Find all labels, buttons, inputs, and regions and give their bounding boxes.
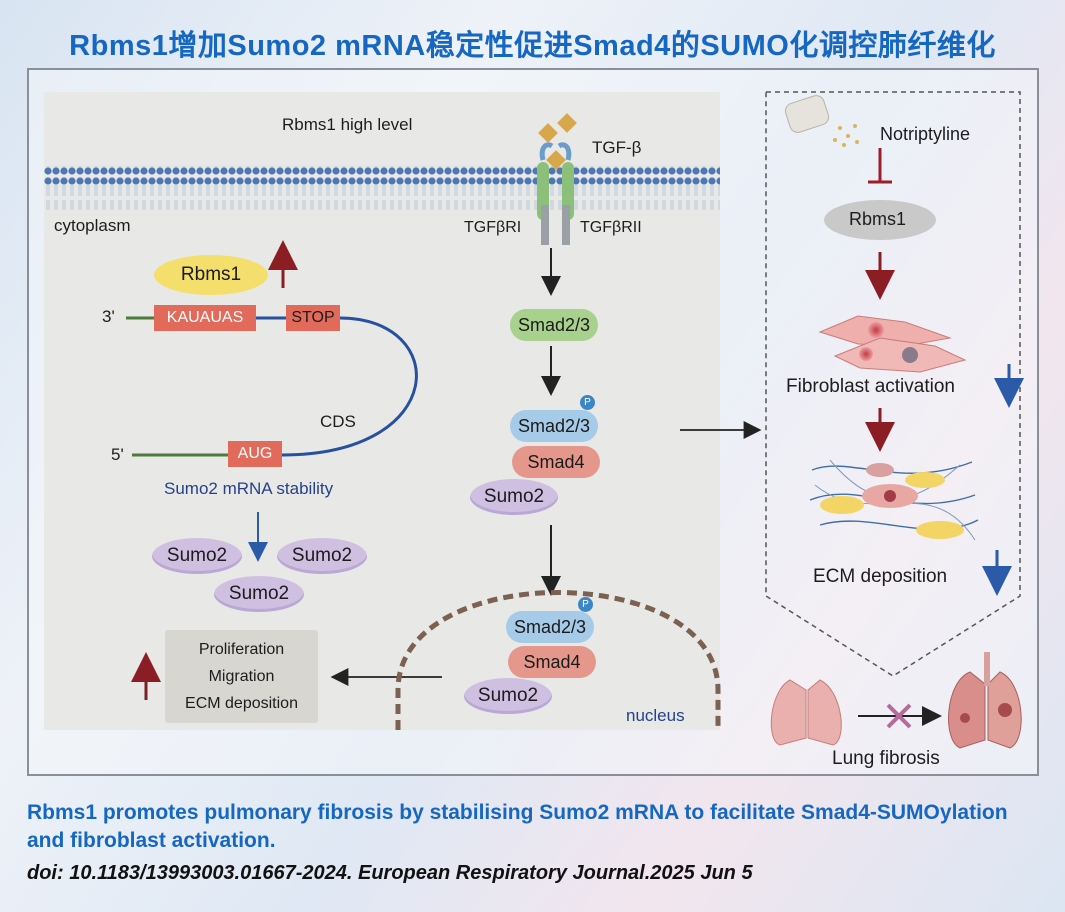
cytoplasm-label: cytoplasm: [54, 216, 131, 235]
cell-membrane: [44, 166, 720, 210]
tgf-beta-ligand-icon: [538, 113, 577, 170]
ecm-fibers-icon: [809, 459, 979, 541]
smad23-node: Smad2/3: [510, 309, 598, 341]
rbms1-target-oval: [824, 200, 936, 240]
cds-label: CDS: [320, 412, 356, 431]
phospho-icon: P: [578, 597, 593, 612]
kauauas-motif: KAUAUAS: [154, 305, 256, 331]
smad4-node: Smad4: [512, 446, 600, 478]
summary-text: Rbms1 promotes pulmonary fibrosis by sta…: [27, 801, 1008, 852]
outcome-proliferation: Proliferation: [198, 640, 285, 658]
sumo2-protein: Sumo2: [152, 538, 242, 574]
healthy-lung-icon: [770, 679, 842, 746]
page-title: Rbms1增加Sumo2 mRNA稳定性促进Smad4的SUMO化调控肺纤维化: [69, 30, 996, 62]
nuclear-smad23-node: Smad2/3: [506, 611, 594, 643]
mrna-stability-label: Sumo2 mRNA stability: [164, 479, 334, 498]
tgf-beta-label: TGF-β: [592, 138, 642, 157]
nuclear-smad4-node: Smad4: [508, 646, 596, 678]
sumo2-mrna: [126, 316, 418, 457]
rbms1-protein: Rbms1: [154, 255, 268, 295]
citation-text: doi: 10.1183/13993003.01667-2024. Europe…: [27, 862, 753, 884]
tgfbr1-label: TGFβRI: [464, 219, 522, 236]
five-prime-label: 5': [111, 445, 124, 464]
ecm-deposition-label: ECM deposition: [813, 566, 948, 587]
tgf-receptor-complex: [537, 142, 574, 245]
outcome-ecm-deposition: ECM deposition: [185, 694, 298, 712]
fibroblast-activation-label: Fibroblast activation: [786, 376, 955, 397]
state-label: Rbms1 high level: [282, 115, 413, 134]
stop-codon: STOP: [286, 305, 340, 331]
rbms1-target-label: Rbms1: [849, 209, 907, 229]
fibrotic-lung-icon: [948, 652, 1022, 749]
drug-label: Notriptyline: [880, 124, 971, 144]
phospho-icon: P: [580, 395, 595, 410]
sumo2-protein: Sumo2: [277, 538, 367, 574]
sumo2-protein: Sumo2: [214, 576, 304, 612]
aug-codon: AUG: [228, 441, 282, 467]
intervention-panel: [765, 91, 1021, 677]
block-cross-icon: [886, 703, 912, 729]
fibroblast-cluster-icon: [818, 315, 967, 373]
lung-fibrosis-label: Lung fibrosis: [832, 748, 940, 769]
nucleus-envelope: [395, 590, 721, 730]
tgfbr2-label: TGFβRII: [580, 219, 642, 236]
outcome-migration: Migration: [208, 667, 275, 685]
drug-capsule-icon: [784, 95, 859, 147]
nuclear-sumo2-conjugate: Sumo2: [464, 678, 552, 714]
three-prime-label: 3': [102, 307, 115, 326]
sumo2-conjugate: Sumo2: [470, 479, 558, 515]
smad23-phospho-node: Smad2/3: [510, 410, 598, 442]
nucleus-label: nucleus: [626, 706, 685, 725]
outcomes-box: Proliferation Migration ECM deposition: [165, 630, 318, 723]
